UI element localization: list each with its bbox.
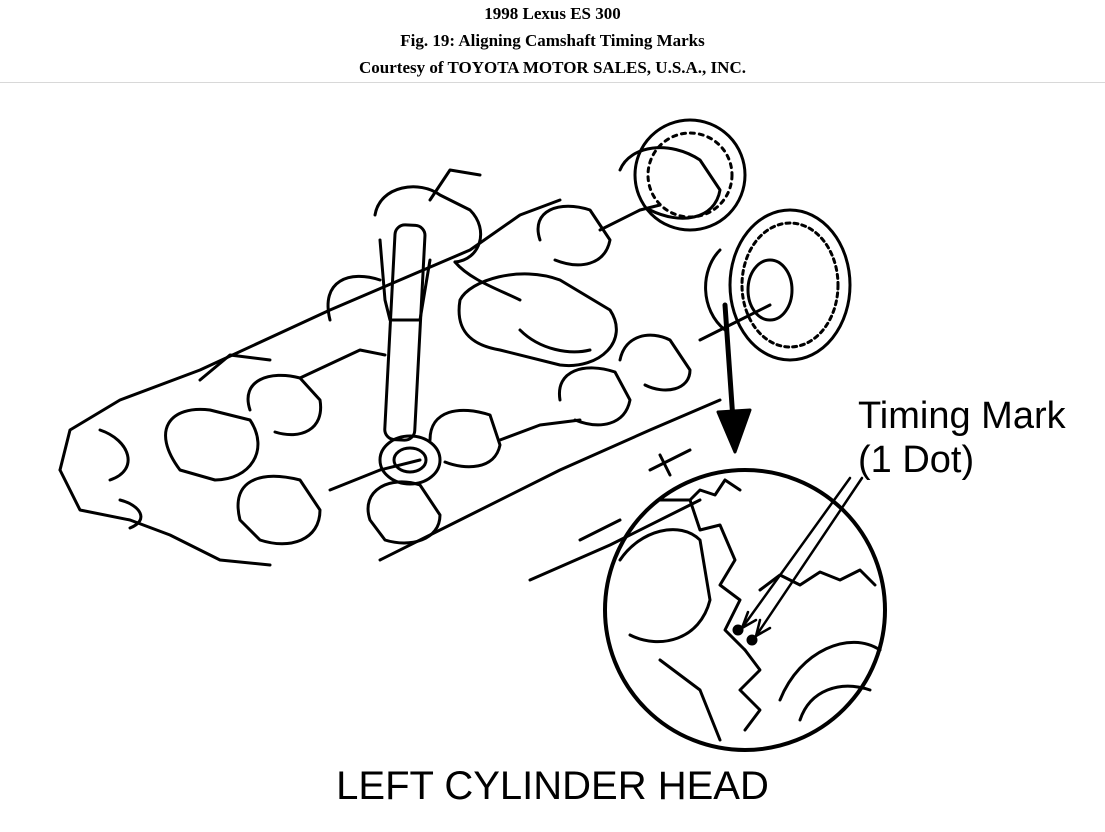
- vehicle-title: 1998 Lexus ES 300: [484, 4, 621, 23]
- timing-mark-detail-label: (1 Dot): [858, 439, 975, 481]
- detail-magnifier: [603, 468, 887, 752]
- timing-mark-label: Timing Mark: [858, 395, 1066, 437]
- figure-title: Fig. 19: Aligning Camshaft Timing Marks: [400, 31, 705, 50]
- figure-caption: LEFT CYLINDER HEAD: [336, 764, 769, 808]
- figure-header: 1998 Lexus ES 300 Fig. 19: Aligning Cams…: [0, 0, 1105, 83]
- cylinder-head-outline: [58, 198, 722, 582]
- courtesy-line: Courtesy of TOYOTA MOTOR SALES, U.S.A., …: [359, 58, 746, 77]
- camshaft-gears: [633, 118, 852, 362]
- timing-mark-leaders: [740, 476, 864, 638]
- cylinder-head-illustration: [58, 118, 887, 752]
- pointer-arrow: [716, 302, 752, 454]
- camshaft: [164, 146, 772, 546]
- hands-and-wrench: [326, 168, 618, 486]
